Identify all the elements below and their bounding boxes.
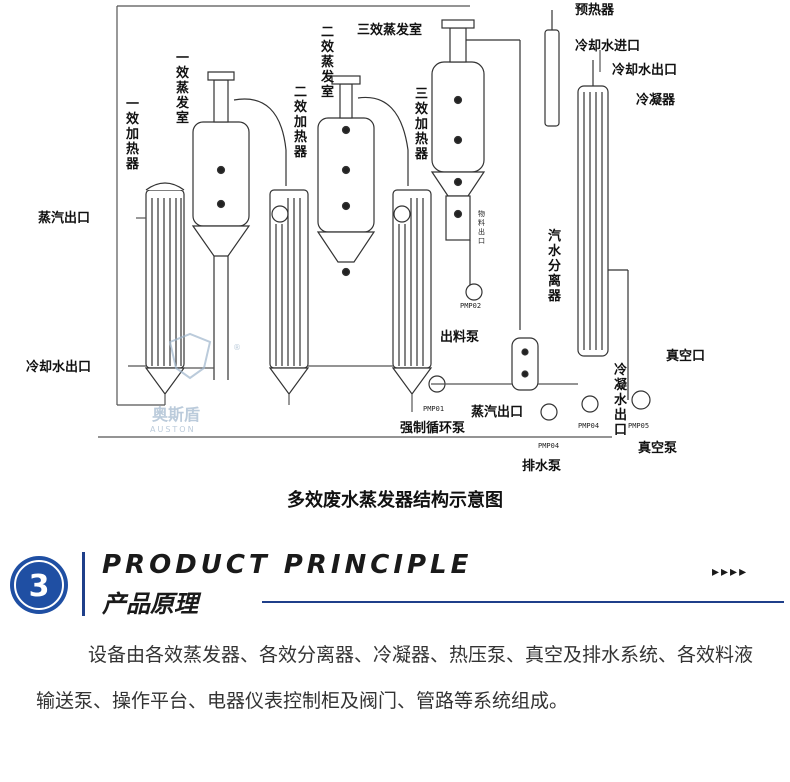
preheater (544, 10, 560, 127)
label-cooling-water-out: 冷却水出口 (612, 62, 677, 78)
second-heater (268, 189, 310, 396)
pump-code: PMP04 (538, 442, 559, 450)
label-second-heater: 二效加热器 (293, 85, 308, 160)
label-steam-outlet-bottom: 蒸汽出口 (471, 404, 523, 420)
second-evap-room (316, 75, 409, 277)
pump-code: PMP01 (423, 405, 444, 413)
label-condenser: 冷凝器 (636, 92, 676, 108)
label-steam-water-separator: 汽水分离器 (547, 228, 562, 304)
third-heater (391, 189, 433, 396)
section-title-cn: 产品原理 (102, 590, 198, 618)
arrows-icon: ▸▸▸▸ (712, 564, 749, 580)
label-third-heater: 三效加热器 (414, 87, 429, 162)
third-evap-room (430, 19, 521, 330)
label-cooling-water-in: 冷却水进口 (575, 38, 640, 54)
label-material-outlet: 物料出口 (478, 209, 485, 245)
section-title-en: PRODUCT PRINCIPLE (102, 550, 473, 580)
evaporator-diagram: ® 奥斯盾 AUSTON 预热器 冷却水进口 冷却水出口 冷凝器 三效蒸发室 蒸… (26, 2, 705, 474)
first-evap-room (191, 71, 287, 380)
watermark-cn: 奥斯盾 (152, 405, 200, 424)
section-header: 3 PRODUCT PRINCIPLE 产品原理 ▸▸▸▸ (0, 540, 790, 620)
watermark: ® 奥斯盾 AUSTON (150, 332, 243, 434)
label-vacuum-port: 真空口 (666, 348, 705, 364)
label-second-evap-room: 二效蒸发室 (320, 25, 335, 100)
watermark-en: AUSTON (150, 425, 196, 434)
pump-code: PMP05 (628, 422, 649, 430)
pump-code: PMP04 (578, 422, 599, 430)
label-cooling-water-outlet-left: 冷却水出口 (26, 359, 91, 375)
label-condensate-outlet: 冷凝水出口 (614, 362, 628, 438)
pump-code: PMP02 (460, 302, 481, 310)
section-number-badge: 3 (10, 556, 68, 614)
pumps (428, 375, 651, 421)
label-discharge-pump: 出料泵 (440, 329, 479, 345)
label-third-evap-room: 三效蒸发室 (357, 22, 422, 38)
label-steam-outlet-left: 蒸汽出口 (38, 210, 90, 226)
label-vacuum-pump: 真空泵 (638, 440, 677, 456)
label-first-evap-room: 一效蒸发室 (175, 51, 190, 126)
title-divider (82, 552, 85, 616)
label-first-heater: 一效加热器 (125, 97, 140, 172)
label-preheater: 预热器 (575, 2, 615, 18)
first-heater (144, 182, 186, 396)
condenser (577, 60, 629, 400)
label-drain-pump: 排水泵 (522, 458, 561, 474)
svg-text:®: ® (233, 343, 243, 352)
diagram-caption: 多效废水蒸发器结构示意图 (287, 490, 503, 511)
section-number: 3 (29, 569, 50, 604)
title-underline (262, 601, 784, 603)
label-forced-circulation-pump: 强制循环泵 (400, 420, 465, 436)
steam-water-separator (511, 337, 539, 391)
principle-description: 设备由各效蒸发器、各效分离器、冷凝器、热压泵、真空及排水系统、各效料液输送泵、操… (36, 644, 754, 712)
